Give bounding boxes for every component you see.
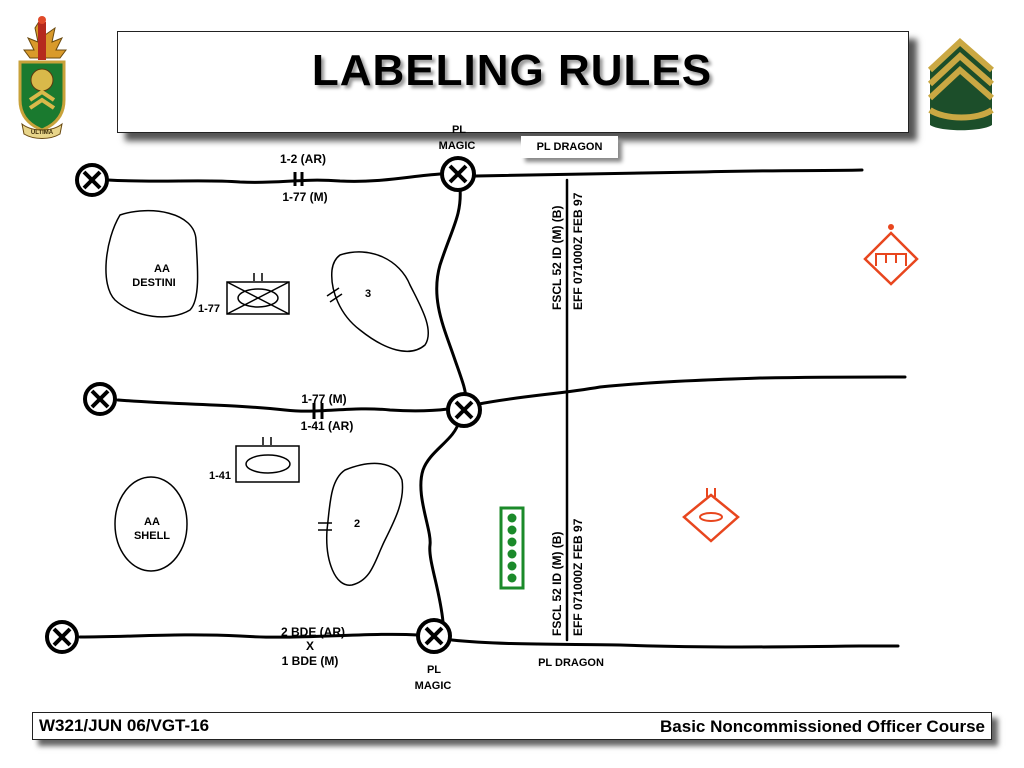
slide-title: LABELING RULES xyxy=(311,46,713,95)
staff-sergeant-chevrons-icon xyxy=(927,37,994,131)
boundary-bottom-marker: X xyxy=(306,639,314,653)
course-code: W321/JUN 06/VGT-16 xyxy=(39,716,210,735)
boundary-ticks xyxy=(293,172,324,419)
footer-bar: W321/JUN 06/VGT-16 Basic Noncommissioned… xyxy=(32,712,992,740)
control-point-icon xyxy=(75,163,109,197)
friendly-unit-marker-icon xyxy=(499,506,525,590)
control-points xyxy=(45,156,482,654)
control-point-icon xyxy=(440,156,476,192)
aa-destini-label-1: AA xyxy=(154,263,170,275)
pl-dragon-line-middle xyxy=(477,375,907,406)
fscl-lower-line-2: EFF 071000Z FEB 97 xyxy=(571,518,585,636)
fscl-lower-line-1: FSCL 52 ID (M) (B) xyxy=(550,532,564,636)
boundary-line-middle xyxy=(116,398,450,413)
boundary-top-lower-label: 1-77 (M) xyxy=(282,190,327,204)
control-point-icon xyxy=(45,620,79,654)
objective-3-label: 3 xyxy=(365,288,371,300)
school-crest-icon: ULTIMA xyxy=(18,16,67,139)
pl-dragon-top-box xyxy=(521,136,618,158)
enemy-unit-upper-icon xyxy=(863,224,919,286)
boundary-bottom-lower-label: 1 BDE (M) xyxy=(282,654,339,668)
aa-shell-label-1: AA xyxy=(144,516,160,528)
boundary-line-top xyxy=(106,172,442,184)
pl-dragon-bottom-label: PL DRAGON xyxy=(538,657,604,669)
pl-dragon-line-bottom xyxy=(450,638,900,649)
boundary-lines xyxy=(78,168,907,649)
pl-dragon-top-label: PL DRAGON xyxy=(536,141,603,153)
aa-shell-label-2: SHELL xyxy=(134,530,170,542)
unit-symbol-1-41-icon xyxy=(235,437,300,483)
unit-1-77-label: 1-77 xyxy=(198,303,220,315)
svg-text:ULTIMA: ULTIMA xyxy=(31,130,54,136)
unit-symbol-1-77-icon xyxy=(226,273,290,315)
pl-magic-bottom-label-1: PL xyxy=(427,664,441,676)
course-name: Basic Noncommissioned Officer Course xyxy=(660,717,985,736)
objective-2-label: 2 xyxy=(354,518,360,530)
boundary-middle-upper-label: 1-77 (M) xyxy=(301,392,346,406)
pl-magic-top-label-2: MAGIC xyxy=(439,140,476,152)
fscl-upper-line-1: FSCL 52 ID (M) (B) xyxy=(550,206,564,310)
title-box xyxy=(117,31,909,133)
fscl-upper-line-2: EFF 071000Z FEB 97 xyxy=(571,192,585,310)
pl-magic-line xyxy=(419,186,468,624)
control-point-icon xyxy=(416,618,452,654)
aa-shell-outline xyxy=(114,476,188,572)
objective-2-outline xyxy=(326,462,404,586)
objective-3-outline xyxy=(331,251,430,353)
pl-magic-bottom-label-2: MAGIC xyxy=(415,680,452,692)
boundary-bottom-upper-label: 2 BDE (AR) xyxy=(281,625,345,639)
boundary-top-upper-label: 1-2 (AR) xyxy=(280,152,326,166)
pl-dragon-line-top xyxy=(474,168,864,178)
pl-magic-top-label-1: PL xyxy=(452,124,466,136)
aa-destini-outline xyxy=(105,209,199,318)
aa-destini-label-2: DESTINI xyxy=(132,277,175,289)
control-point-icon xyxy=(83,382,117,416)
control-point-icon xyxy=(446,392,482,428)
enemy-unit-lower-icon xyxy=(682,488,740,543)
unit-1-41-label: 1-41 xyxy=(209,470,231,482)
boundary-middle-lower-label: 1-41 (AR) xyxy=(301,419,354,433)
boundary-line-bottom xyxy=(78,632,420,639)
